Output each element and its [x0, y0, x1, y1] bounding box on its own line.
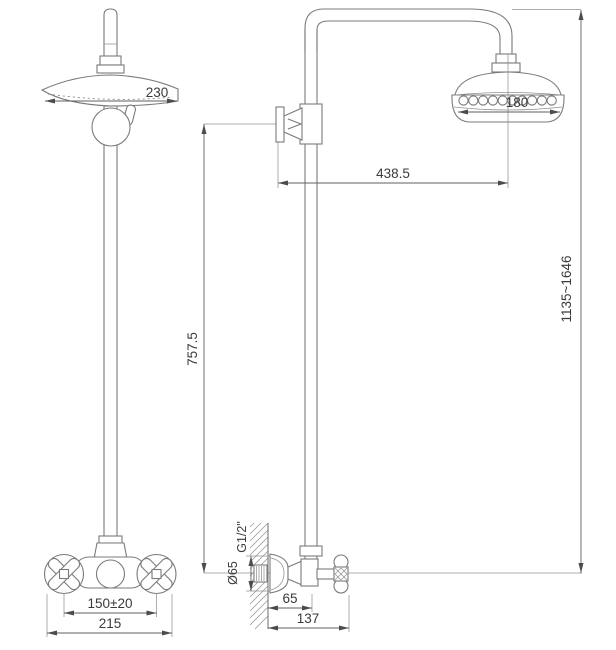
riser-joint-sleeve [299, 545, 323, 557]
dim-side-head-width: 180 [458, 95, 560, 115]
thread-ribs [256, 566, 265, 581]
dim-label-180: 180 [506, 95, 529, 110]
dim-side-riser-height: 757.5 [185, 123, 276, 573]
dim-label-150-20: 150±20 [88, 596, 133, 611]
dim-wall-to-valve: 65 [268, 591, 313, 612]
dim-side-height-range: 1135~1646 [512, 9, 584, 573]
knurl-hatch [334, 567, 348, 581]
side-view: 180 438.5 757.5 1135~1646 Ø65 [185, 8, 584, 632]
dim-front-head-width: 230 [45, 85, 177, 104]
bracket-wall-plate [275, 106, 285, 143]
dim-side-reach: 438.5 [277, 142, 508, 188]
side-head-nozzles [458, 95, 557, 106]
side-valve [253, 545, 349, 594]
front-cross-handle-left [43, 553, 85, 595]
front-diverter-knob [91, 107, 131, 147]
side-riser-fill [305, 30, 317, 560]
dim-label-d65: Ø65 [226, 561, 240, 585]
handle-stem [316, 568, 335, 580]
dim-flange-diameter: Ø65 [226, 555, 270, 592]
dim-label-757-5: 757.5 [185, 332, 200, 366]
dim-label-230: 230 [146, 85, 169, 100]
side-head-nut [495, 53, 517, 64]
dim-front-handle-spacing: 150±20 [63, 593, 157, 617]
handle-hub [151, 568, 162, 580]
dim-label-438-5: 438.5 [376, 166, 410, 181]
side-head-collar [491, 62, 521, 73]
front-valve-collar [98, 535, 123, 544]
dim-wall-to-handle: 137 [268, 595, 350, 632]
dim-thread-size: G1/2" [235, 521, 249, 553]
dim-label-g12: G1/2" [235, 521, 249, 553]
dim-label-215: 215 [99, 616, 122, 631]
dim-label-65: 65 [282, 591, 297, 606]
front-riser-pipe [103, 105, 118, 543]
bracket-sleeve [299, 103, 323, 145]
valve-body-side [300, 558, 319, 587]
front-shower-head [40, 74, 179, 107]
bracket-cone [283, 107, 303, 141]
dim-label-137: 137 [297, 611, 320, 626]
wall-thread-nipple [253, 564, 268, 583]
dim-label-1135-1646: 1135~1646 [559, 256, 574, 323]
front-valve-center-nut [95, 559, 126, 589]
gooseneck-outer [304, 8, 513, 54]
front-head-nut [99, 55, 122, 66]
front-view: 230 150±20 215 [40, 8, 179, 637]
front-cross-handle-right [136, 553, 177, 595]
front-nozzle-dots [47, 93, 174, 100]
front-head-collar [96, 64, 125, 74]
dim-front-valve-width: 215 [46, 594, 173, 637]
valve-cone [287, 560, 303, 586]
wall-escutcheon [269, 553, 289, 594]
handle-hub [58, 568, 70, 580]
front-arm-stub [103, 8, 118, 57]
gooseneck-inner [316, 20, 501, 54]
escutcheon-inner-line [270, 557, 285, 591]
bracket-chevron [287, 118, 303, 130]
